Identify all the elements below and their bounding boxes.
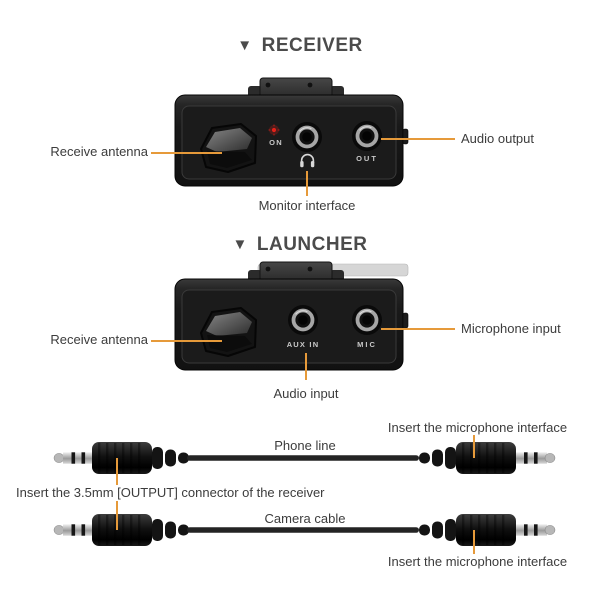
- audio-input-label: Audio input: [273, 386, 339, 401]
- audio-output-label: Audio output: [461, 131, 535, 146]
- callout-line-output-plug-top: [116, 458, 118, 485]
- callout-line-antenna: [151, 152, 222, 154]
- aux-port-label: AUX IN: [287, 340, 320, 349]
- power-led-icon: [268, 124, 280, 136]
- bracket-screw: [265, 266, 271, 272]
- receive-antenna-label: Receive antenna: [50, 332, 148, 347]
- launcher-device-image: AUX IN MIC: [174, 261, 409, 371]
- headphone-icon: [300, 153, 315, 168]
- mic-input-jack: [350, 303, 384, 337]
- power-label: ON: [269, 138, 283, 147]
- output-port-label: OUT: [356, 154, 378, 163]
- camera-cable-image: [53, 513, 556, 547]
- receiver-device-image: ON OUT: [174, 77, 409, 187]
- phone-cable-image: [53, 441, 556, 475]
- receive-antenna-label: Receive antenna: [50, 144, 148, 159]
- antenna-knob: [200, 123, 257, 173]
- section-arrow-icon: ▼: [237, 37, 253, 54]
- callout-line-audio-input: [305, 353, 307, 380]
- microphone-input-label: Microphone input: [461, 321, 561, 336]
- section-arrow-icon: ▼: [232, 236, 248, 253]
- callout-line-audio-output: [381, 138, 455, 140]
- callout-line-mic-plug-bottom: [473, 530, 475, 554]
- mic-interface-label-bottom: Insert the microphone interface: [387, 554, 568, 569]
- audio-output-jack: [350, 119, 384, 153]
- callout-line-mic-plug-top: [473, 435, 475, 458]
- receiver-output-connector-label: Insert the 3.5mm [OUTPUT] connector of t…: [16, 485, 325, 500]
- antenna-knob: [200, 307, 257, 357]
- callout-line-output-plug-bottom: [116, 501, 118, 530]
- bracket-screw: [265, 82, 271, 88]
- receiver-title-text: RECEIVER: [261, 35, 363, 56]
- mic-interface-label-top: Insert the microphone interface: [387, 420, 568, 435]
- aux-input-jack: [286, 303, 320, 337]
- camera-cable-label: Camera cable: [264, 511, 346, 526]
- launcher-title-text: LAUNCHER: [256, 234, 368, 255]
- callout-line-monitor: [306, 171, 308, 196]
- phone-line-label: Phone line: [274, 438, 336, 453]
- led-rays: [268, 124, 280, 136]
- callout-line-antenna: [151, 340, 222, 342]
- monitor-interface-label: Monitor interface: [258, 198, 356, 213]
- launcher-section-title: ▼ LAUNCHER: [0, 234, 600, 256]
- callout-line-mic-input: [381, 328, 455, 330]
- bracket-screw: [307, 266, 313, 272]
- monitor-jack: [290, 120, 324, 154]
- bracket-screw: [307, 82, 313, 88]
- receiver-section-title: ▼ RECEIVER: [0, 35, 600, 57]
- mic-port-label: MIC: [357, 340, 377, 349]
